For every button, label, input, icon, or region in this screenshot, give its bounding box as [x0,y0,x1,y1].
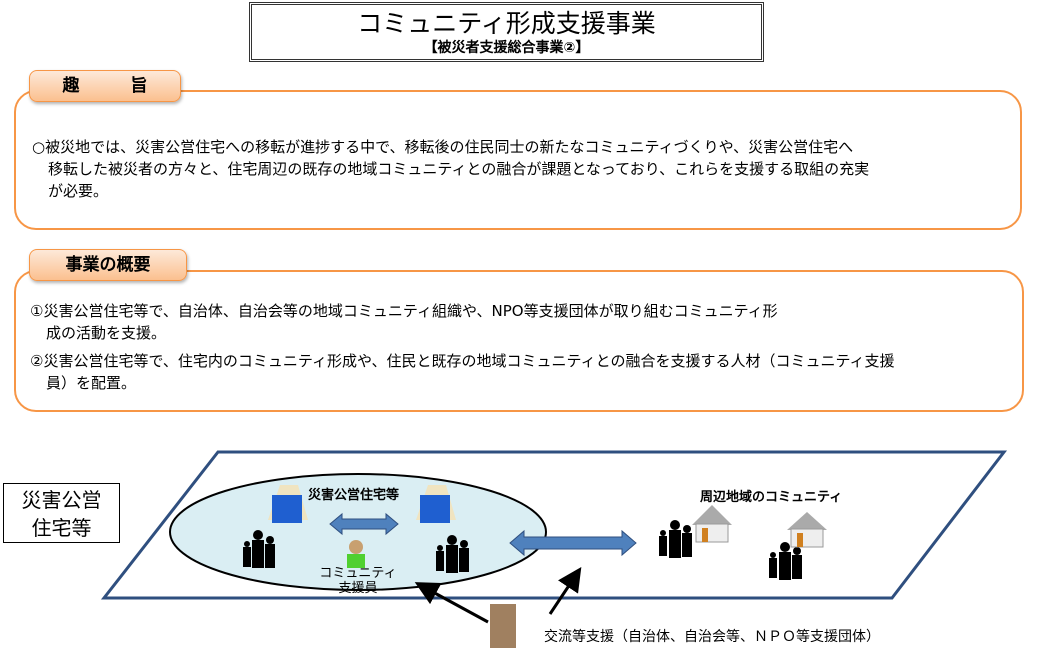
double-arrow-small [329,512,399,536]
support-label: 交流等支援（自治体、自治会等、ＮＰＯ等支援団体） [544,629,880,645]
purpose-panel: ○被災地では、災害公営住宅への移転が進捗する中で、移転後の住民同士の新たなコミュ… [14,90,1022,230]
overview-item: ①災害公営住宅等で、自治体、自治会等の地域コミュニティ組織や、NPO等支援団体が… [30,302,778,320]
family-icon [243,530,275,568]
side-label: 災害公営 [21,488,102,512]
purpose-line: 移転した被災者の方々と、住宅周辺の既存の地域コミュニティとの融合が課題となってお… [48,160,870,178]
overview-item-cont: 員）を配置。 [46,374,137,392]
building-icon [268,485,308,523]
support-arrow [414,582,489,624]
side-label-box: 災害公営 住宅等 [3,483,120,543]
overview-heading: 事業の概要 [29,249,187,281]
overview-item: ②災害公営住宅等で、住宅内のコミュニティ形成や、住民と既存の地域コミュニティとの… [30,352,895,370]
house-icon [692,505,732,543]
family-icon [659,520,692,558]
purpose-line: が必要。 [48,182,109,200]
building-icon [416,485,456,523]
community-label: 周辺地域のコミュニティ [700,490,843,505]
page-title: コミュニティ形成支援事業 [357,9,656,38]
overview-item-cont: 成の活動を支援。 [46,324,167,342]
house-icon [787,512,827,548]
overview-panel: ①災害公営住宅等で、自治体、自治会等の地域コミュニティ組織や、NPO等支援団体が… [14,270,1024,412]
supporter-label-1: コミュニティ [319,566,397,581]
purpose-line: ○被災地では、災害公営住宅への移転が進捗する中で、移転後の住民同士の新たなコミュ… [32,138,854,156]
family-icon [436,535,469,573]
family-icon [769,542,802,580]
meeting-photo [490,604,516,648]
diagram [100,450,1008,648]
ellipse-label: 災害公営住宅等 [308,488,400,503]
supporter-icon [347,540,365,568]
purpose-heading: 趣 旨 [29,70,181,102]
page-subtitle: 【被災者支援総合事業②】 [423,40,590,56]
supporter-label: コミュニティ 支援員 [310,566,406,596]
side-label: 住宅等 [31,516,92,540]
supporter-label-2: 支援員 [338,581,378,596]
double-arrow-large [509,529,637,557]
support-arrow [548,567,582,615]
title-box: コミュニティ形成支援事業 【被災者支援総合事業②】 [249,2,764,62]
